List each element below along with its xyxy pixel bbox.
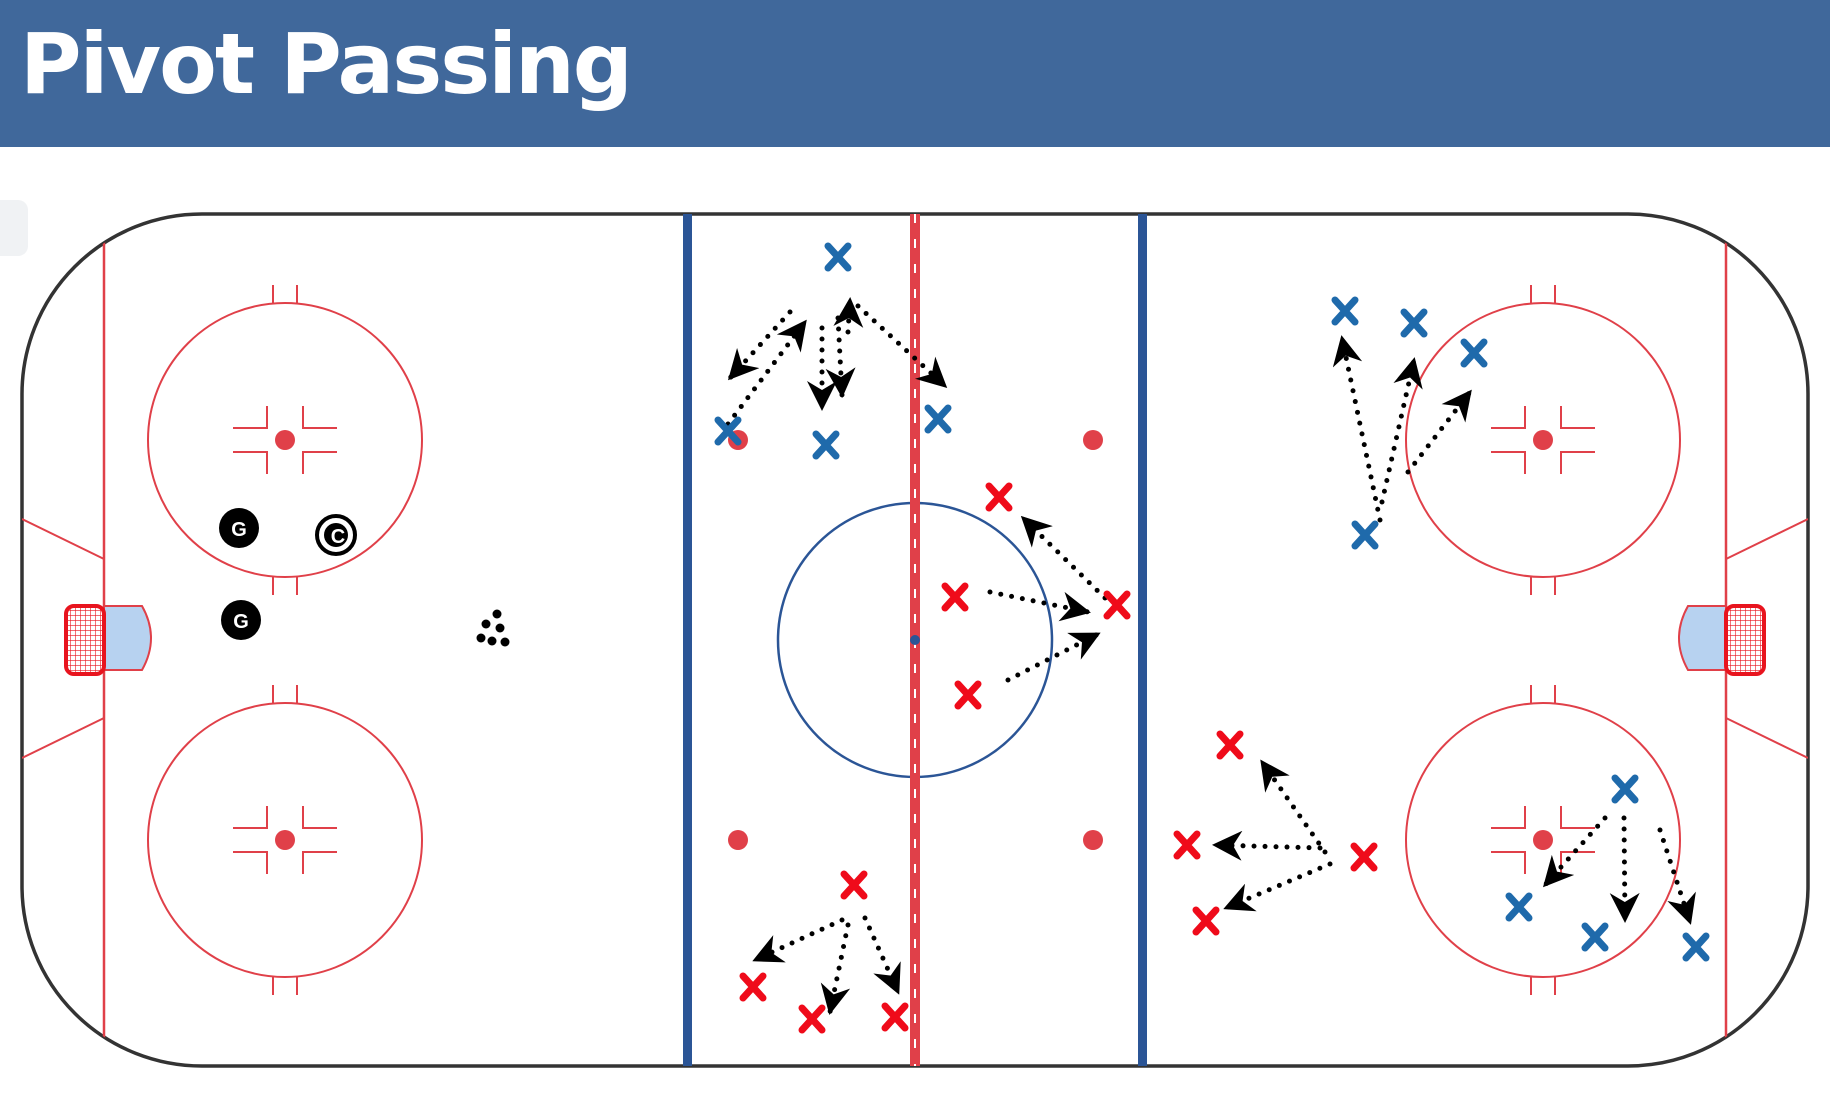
svg-text:G: G — [233, 611, 249, 633]
svg-text:C: C — [331, 526, 345, 548]
coach-icon: C — [315, 514, 357, 556]
faceoff-l-marks — [233, 406, 1595, 874]
player-x-icon — [714, 242, 1710, 962]
blue-line-left — [683, 214, 692, 1066]
svg-text:G: G — [231, 519, 247, 541]
goal-crease-right — [1678, 605, 1727, 671]
header-bar: Pivot Passing — [0, 0, 1830, 147]
player-x-icon — [739, 482, 1378, 1034]
hockey-net-icon — [1724, 604, 1766, 676]
side-tab[interactable] — [0, 200, 28, 256]
goalie-icon: G — [221, 600, 261, 640]
center-dot — [910, 635, 920, 645]
pass-arrow-icon — [725, 297, 1696, 1015]
goalie-icon: G — [219, 508, 259, 548]
hash-marks — [272, 285, 1556, 995]
goal-crease-left — [103, 605, 152, 671]
trapezoid-right — [1725, 518, 1808, 759]
blue-line-right — [1138, 214, 1147, 1066]
hockey-net-icon — [64, 604, 106, 676]
page-title: Pivot Passing — [20, 15, 633, 113]
puck-pile-icon — [476, 609, 510, 647]
faceoff-dots — [275, 430, 1553, 850]
faceoff-circle — [147, 302, 1681, 978]
trapezoid-left — [22, 518, 105, 759]
